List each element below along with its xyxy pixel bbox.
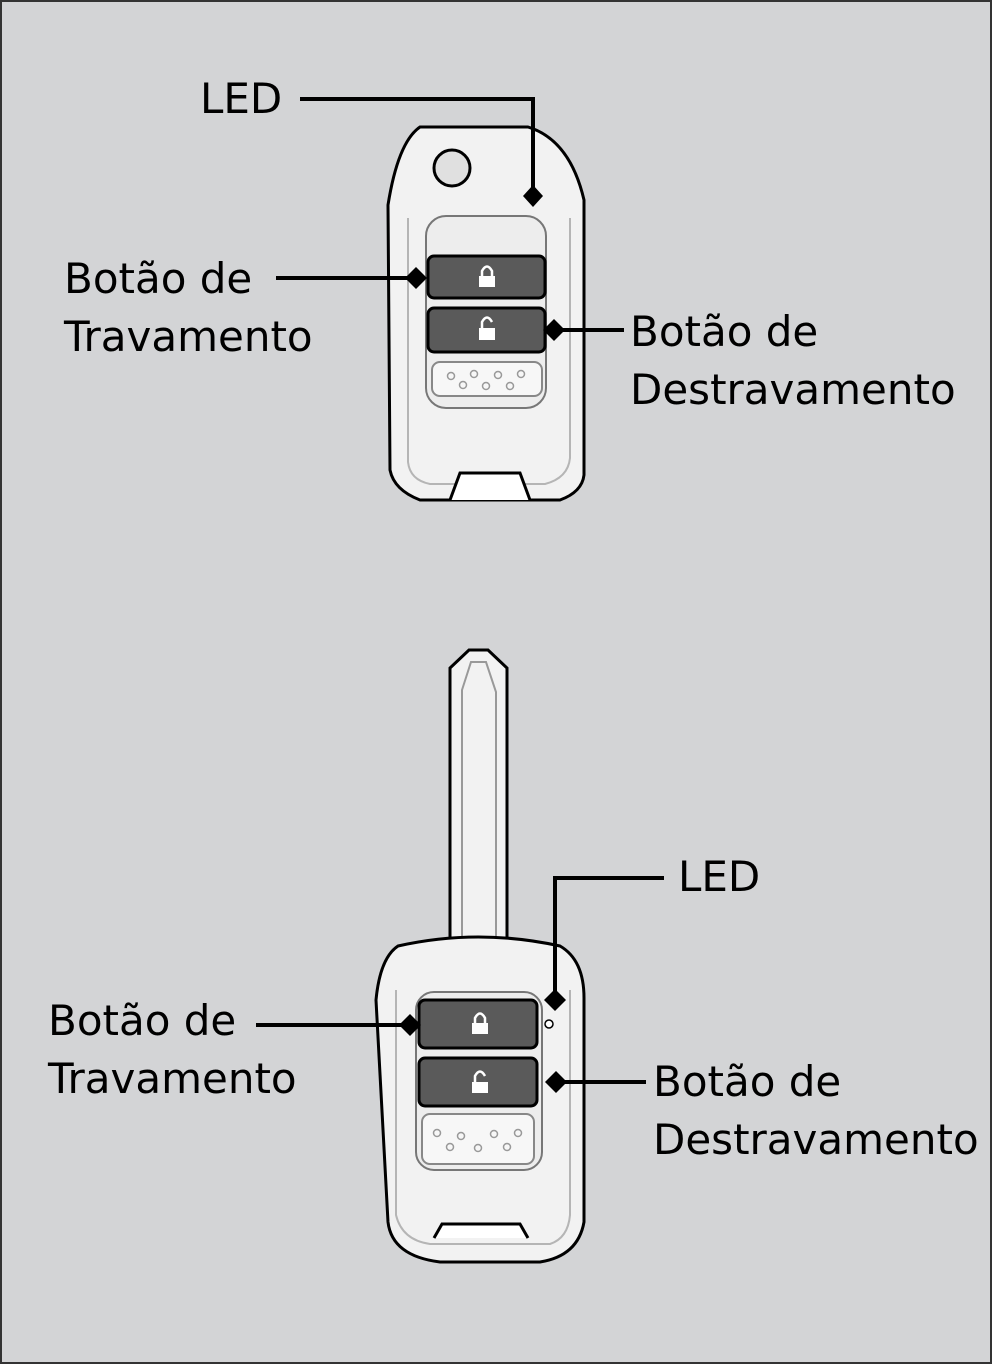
- led-indicator: [544, 1019, 554, 1029]
- lock-open-icon: [479, 316, 495, 340]
- blade-key-unlock-label-line1: Botão de: [653, 1057, 842, 1106]
- blade-key-unlock-label-line2: Destravamento: [653, 1115, 979, 1164]
- lock-closed-icon: [472, 1012, 488, 1034]
- blade-key-lock-label-line2: Travamento: [48, 1054, 297, 1103]
- flip-key-unlock-label-line1: Botão de: [630, 307, 819, 356]
- release-button: [432, 148, 472, 188]
- flip-key-leader-markers: [405, 185, 565, 341]
- flip-key-illustration: [386, 125, 586, 502]
- panic-button-area: [431, 361, 543, 397]
- panic-button-area: [421, 1113, 535, 1165]
- lock-closed-icon: [479, 265, 495, 287]
- blade-key-leader-markers: [399, 989, 567, 1093]
- key-blade-groove: [461, 661, 497, 944]
- blade-key-led-label: LED: [678, 852, 761, 901]
- flip-key-lock-label-line2: Travamento: [64, 312, 313, 361]
- lock-open-icon: [472, 1070, 488, 1093]
- flip-key-unlock-label: Botão de Destravamento: [630, 303, 956, 419]
- blade-key-unlock-label: Botão de Destravamento: [653, 1053, 979, 1169]
- blade-key-inner-contour: [395, 990, 571, 1245]
- flip-key-led-label: LED: [200, 74, 283, 123]
- flip-key-unlock-label-line2: Destravamento: [630, 365, 956, 414]
- blade-key-leaders: [256, 876, 664, 1084]
- blade-key-lock-label: Botão de Travamento: [48, 992, 297, 1108]
- flip-key-leaders: [276, 97, 624, 332]
- blade-key-illustration: [374, 648, 586, 1264]
- flip-key-lock-label-line1: Botão de: [64, 254, 253, 303]
- panic-dots: [446, 369, 526, 391]
- panic-dots: [432, 1128, 523, 1153]
- flip-key-ring-slot: [448, 471, 532, 501]
- flip-key-lock-label: Botão de Travamento: [64, 250, 313, 366]
- blade-key-ring-slot: [432, 1222, 530, 1239]
- blade-key-lock-label-line1: Botão de: [48, 996, 237, 1045]
- key-blade: [448, 648, 509, 946]
